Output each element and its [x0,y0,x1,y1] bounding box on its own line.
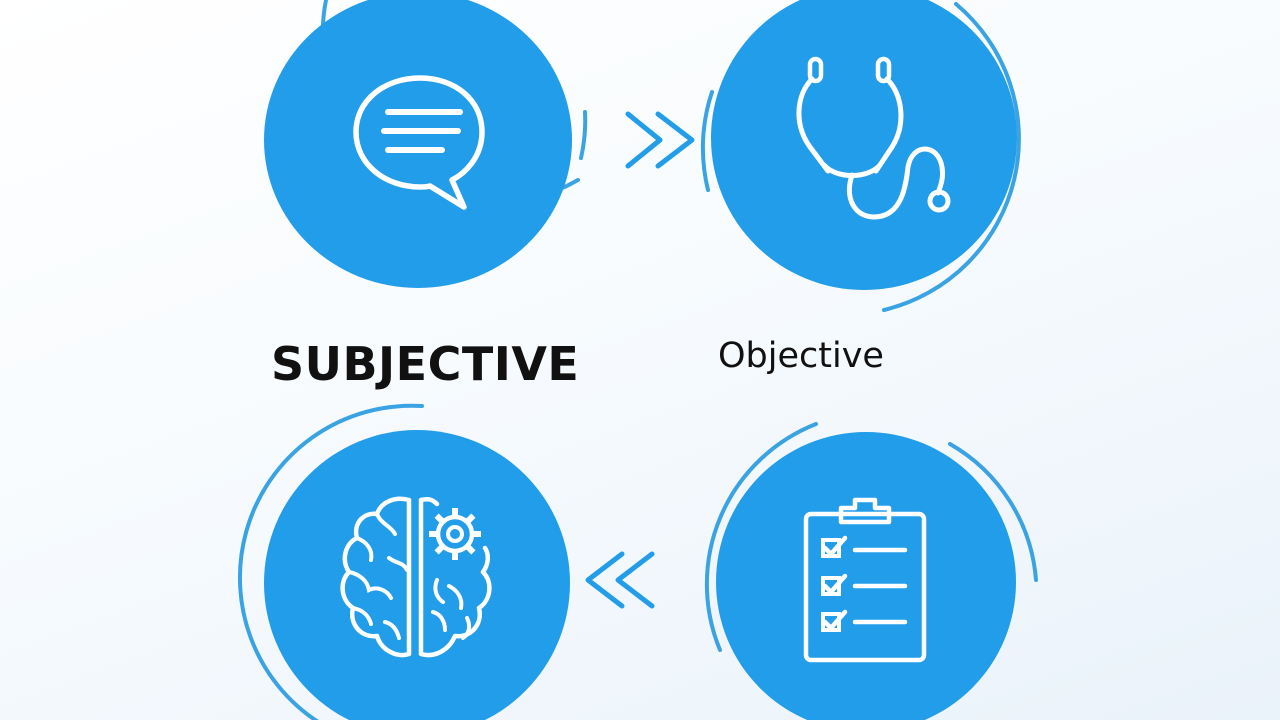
double-chevron-right-icon [624,108,700,172]
subjective-circle [264,0,572,288]
objective-outer-ring [680,0,1050,318]
stethoscope-icon [788,55,958,225]
double-chevron-left-icon [582,548,658,612]
subjective-label: SUBJECTIVE [271,337,580,391]
clipboard-checklist-icon [803,497,929,664]
brain-gear-icon [337,494,497,664]
plan-circle [716,432,1016,720]
objective-circle [711,0,1017,290]
assessment-outer-ring [236,400,596,720]
speech-bubble-icon [350,70,490,210]
assessment-circle [264,430,570,720]
objective-label: Objective [718,336,884,376]
plan-outer-ring [686,410,1046,720]
